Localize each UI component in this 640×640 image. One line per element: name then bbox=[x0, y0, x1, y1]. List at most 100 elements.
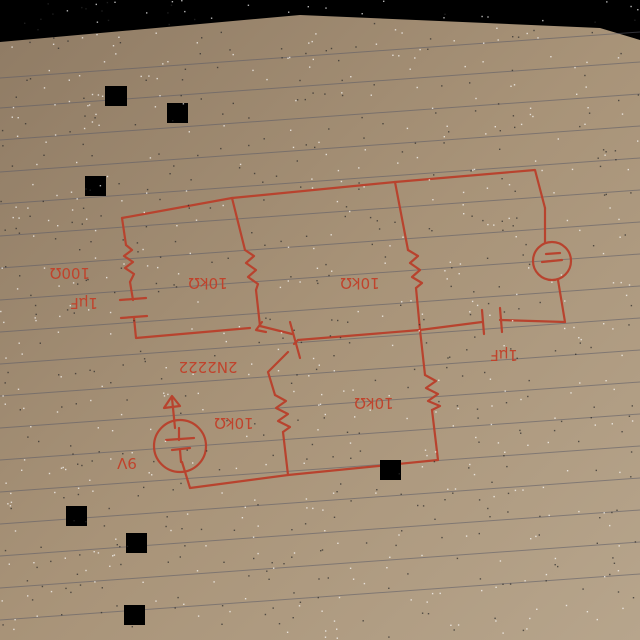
speckle-dot bbox=[15, 227, 17, 230]
speckle-dot bbox=[93, 370, 95, 373]
capacitor-left bbox=[118, 296, 149, 320]
speckle-dot bbox=[337, 319, 339, 322]
speckle-dot bbox=[557, 565, 559, 568]
speckle-dot bbox=[497, 442, 500, 444]
speckle-dot bbox=[179, 556, 181, 558]
speckle-dot bbox=[108, 507, 110, 510]
speckle-dot bbox=[48, 472, 51, 475]
speckle-dot bbox=[516, 357, 518, 359]
speckle-dot bbox=[482, 219, 484, 222]
speckle-dot bbox=[466, 349, 468, 351]
speckle-dot bbox=[122, 453, 124, 455]
speckle-dot bbox=[324, 530, 326, 532]
speckle-dot bbox=[85, 569, 87, 572]
speckle-dot bbox=[512, 36, 514, 38]
speckle-dot bbox=[573, 326, 575, 329]
speckle-dot bbox=[144, 360, 146, 363]
speckle-dot bbox=[300, 186, 302, 188]
speckle-dot bbox=[180, 412, 182, 414]
speckle-dot bbox=[560, 274, 563, 276]
speckle-dot bbox=[343, 390, 345, 392]
speckle-dot bbox=[59, 315, 61, 318]
speckle-dot bbox=[637, 94, 640, 96]
speckle-dot bbox=[16, 288, 19, 290]
speckle-dot bbox=[333, 370, 335, 372]
speckle-dot bbox=[97, 94, 100, 96]
speckle-dot bbox=[475, 97, 477, 100]
speckle-dot bbox=[505, 402, 508, 404]
speckle-dot bbox=[582, 588, 584, 590]
speckle-dot bbox=[68, 100, 71, 103]
speckle-dot bbox=[66, 309, 69, 311]
speckle-dot bbox=[528, 267, 530, 269]
speckle-dot bbox=[483, 42, 485, 44]
speckle-dot bbox=[513, 84, 516, 86]
speckle-dot bbox=[120, 267, 123, 269]
speckle-dot bbox=[7, 503, 9, 505]
speckle-dot bbox=[220, 147, 222, 150]
speckle-dot bbox=[473, 473, 476, 476]
speckle-dot bbox=[446, 278, 448, 280]
speckle-dot bbox=[322, 509, 324, 511]
speckle-dot bbox=[1, 267, 3, 269]
speckle-dot bbox=[539, 301, 541, 304]
speckle-dot bbox=[118, 36, 120, 38]
speckle-dot bbox=[85, 8, 87, 10]
speckle-dot bbox=[174, 240, 177, 243]
speckle-dot bbox=[470, 170, 472, 172]
speckle-dot bbox=[30, 294, 32, 297]
speckle-dot bbox=[106, 175, 109, 178]
speckle-dot bbox=[82, 143, 84, 146]
speckle-dot bbox=[314, 146, 316, 149]
speckle-dot bbox=[221, 492, 223, 494]
speckle-dot bbox=[446, 125, 448, 127]
speckle-dot bbox=[596, 542, 598, 544]
speckle-dot bbox=[112, 45, 115, 47]
speckle-dot bbox=[120, 413, 123, 416]
speckle-dot bbox=[520, 432, 522, 434]
speckle-dot bbox=[272, 454, 274, 457]
speckle-dot bbox=[3, 321, 5, 324]
speckle-dot bbox=[29, 215, 31, 217]
speckle-dot bbox=[448, 131, 450, 133]
speckle-dot bbox=[155, 282, 158, 285]
speckle-dot bbox=[526, 628, 528, 630]
speckle-dot bbox=[476, 304, 479, 307]
speckle-dot bbox=[157, 290, 160, 293]
speckle-dot bbox=[487, 223, 489, 226]
speckle-dot bbox=[340, 180, 343, 183]
speckle-dot bbox=[172, 489, 174, 491]
speckle-dot bbox=[292, 146, 295, 149]
speckle-dot bbox=[149, 157, 152, 159]
speckle-dot bbox=[346, 431, 349, 433]
speckle-dot bbox=[293, 552, 296, 554]
speckle-dot bbox=[67, 40, 69, 42]
speckle-dot bbox=[359, 450, 362, 452]
label-10k-bottom-right: 10kΩ bbox=[354, 394, 393, 412]
speckle-dot bbox=[325, 7, 327, 9]
speckle-dot bbox=[85, 188, 87, 190]
speckle-dot bbox=[401, 32, 403, 34]
speckle-dot bbox=[427, 613, 430, 615]
speckle-dot bbox=[52, 43, 55, 45]
speckle-dot bbox=[528, 379, 530, 382]
speckle-dot bbox=[355, 46, 357, 48]
speckle-dot bbox=[118, 183, 120, 185]
speckle-dot bbox=[225, 340, 227, 343]
speckle-dot bbox=[98, 124, 100, 126]
speckle-dot bbox=[304, 523, 307, 525]
speckle-dot bbox=[110, 333, 112, 335]
speckle-dot bbox=[388, 636, 390, 638]
speckle-dot bbox=[74, 372, 77, 375]
speckle-dot bbox=[453, 629, 455, 631]
speckle-dot bbox=[426, 601, 428, 603]
speckle-dot bbox=[233, 529, 236, 531]
speckle-dot bbox=[349, 442, 352, 444]
speckle-dot bbox=[19, 275, 21, 277]
speckle-dot bbox=[517, 36, 520, 38]
speckle-dot bbox=[181, 0, 183, 2]
speckle-dot bbox=[54, 134, 57, 136]
speckle-dot bbox=[76, 198, 78, 200]
speckle-dot bbox=[450, 624, 452, 626]
speckle-dot bbox=[358, 167, 360, 169]
